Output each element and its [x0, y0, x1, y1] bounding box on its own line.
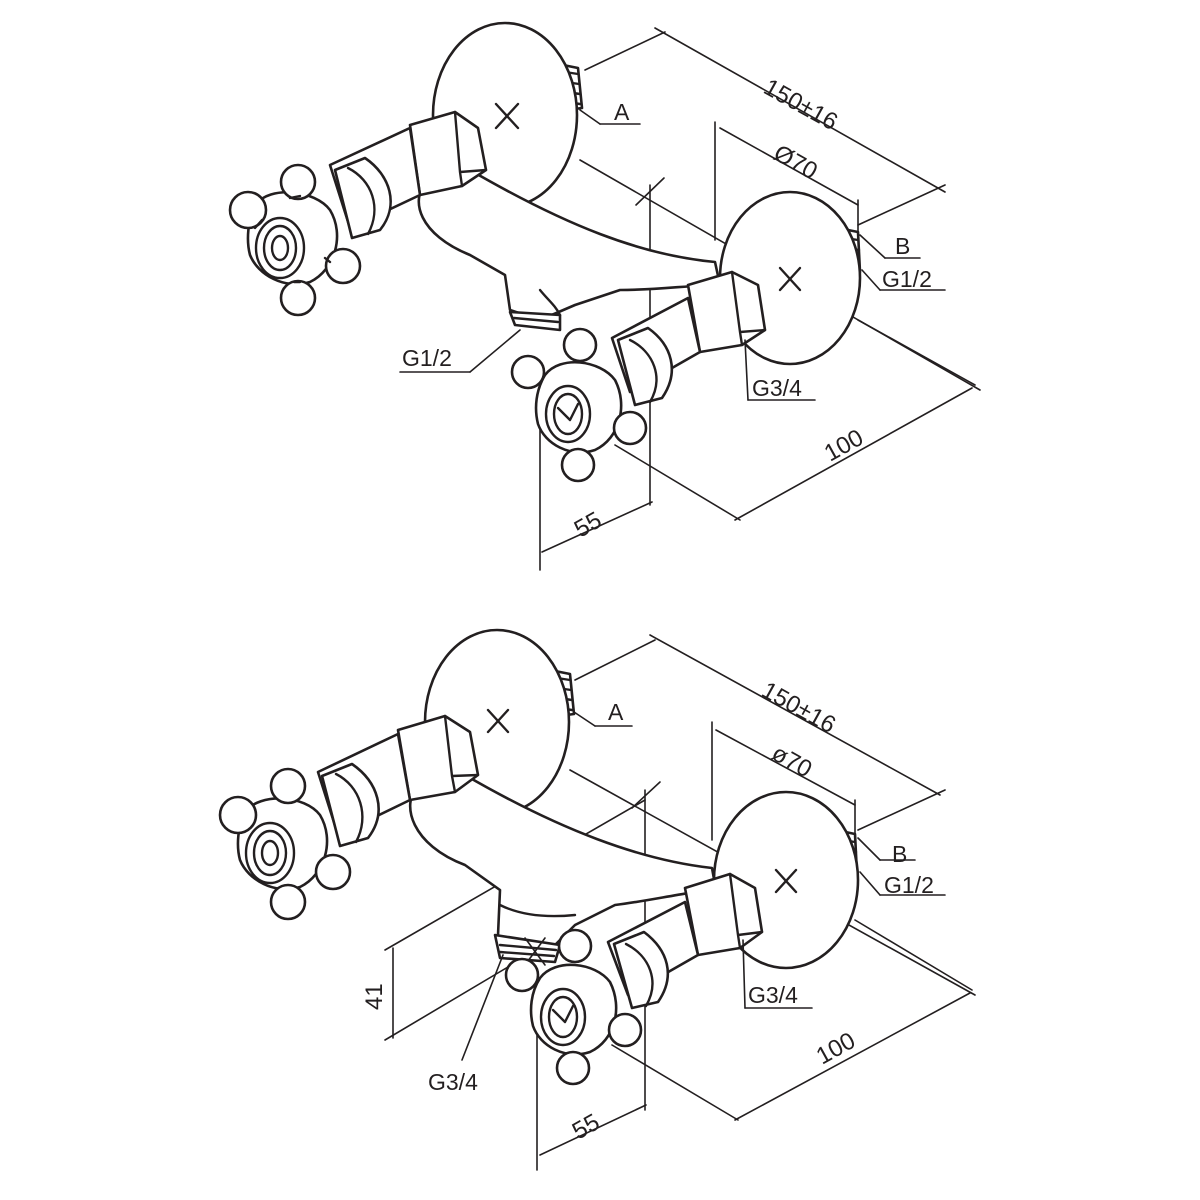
drawing-top: 150±16 Ø70 100 55 A B G1/2 G1/2 G3/4 — [228, 21, 981, 571]
label-valve-thread-top: G3/4 — [752, 375, 802, 401]
dim-overall-length-top: 150±16 — [759, 74, 842, 136]
right-valve-bottom — [606, 872, 764, 1010]
left-handle-bottom — [218, 767, 352, 921]
right-valve-top — [610, 270, 767, 407]
label-outlet-thread-bottom: G3/4 — [428, 1069, 478, 1095]
left-valve-bottom — [316, 714, 480, 848]
label-inlet-thread-top: G1/2 — [882, 266, 932, 292]
dim-flange-diameter-bottom: ø70 — [767, 740, 816, 784]
dim-depth-bottom: 100 — [812, 1027, 860, 1070]
label-a-top: A — [614, 99, 630, 125]
dimension-lines-top — [539, 27, 981, 571]
label-b-top: B — [895, 233, 910, 259]
dim-outlet-height-bottom: 41 — [361, 983, 388, 1010]
dim-outlet-offset-top: 55 — [570, 507, 606, 544]
dim-flange-diameter-top: Ø70 — [769, 140, 822, 186]
left-valve-top — [328, 110, 488, 240]
label-outlet-thread-top: G1/2 — [402, 345, 452, 371]
drawing-bottom: 150±16 ø70 100 55 41 A B G1/2 G3/4 G3/4 — [218, 628, 976, 1171]
dim-depth-top: 100 — [820, 424, 868, 467]
label-valve-thread-bottom: G3/4 — [748, 982, 798, 1008]
mixer-body-bottom — [408, 770, 718, 966]
right-handle-top — [510, 327, 648, 483]
leaders-bottom — [461, 711, 946, 1061]
label-inlet-thread-bottom: G1/2 — [884, 872, 934, 898]
label-a-bottom: A — [608, 699, 624, 725]
label-b-bottom: B — [892, 841, 907, 867]
dim-overall-length-bottom: 150±16 — [757, 677, 840, 739]
left-handle-top — [228, 163, 362, 317]
leaders-top — [399, 109, 946, 401]
right-handle-bottom — [504, 928, 643, 1086]
